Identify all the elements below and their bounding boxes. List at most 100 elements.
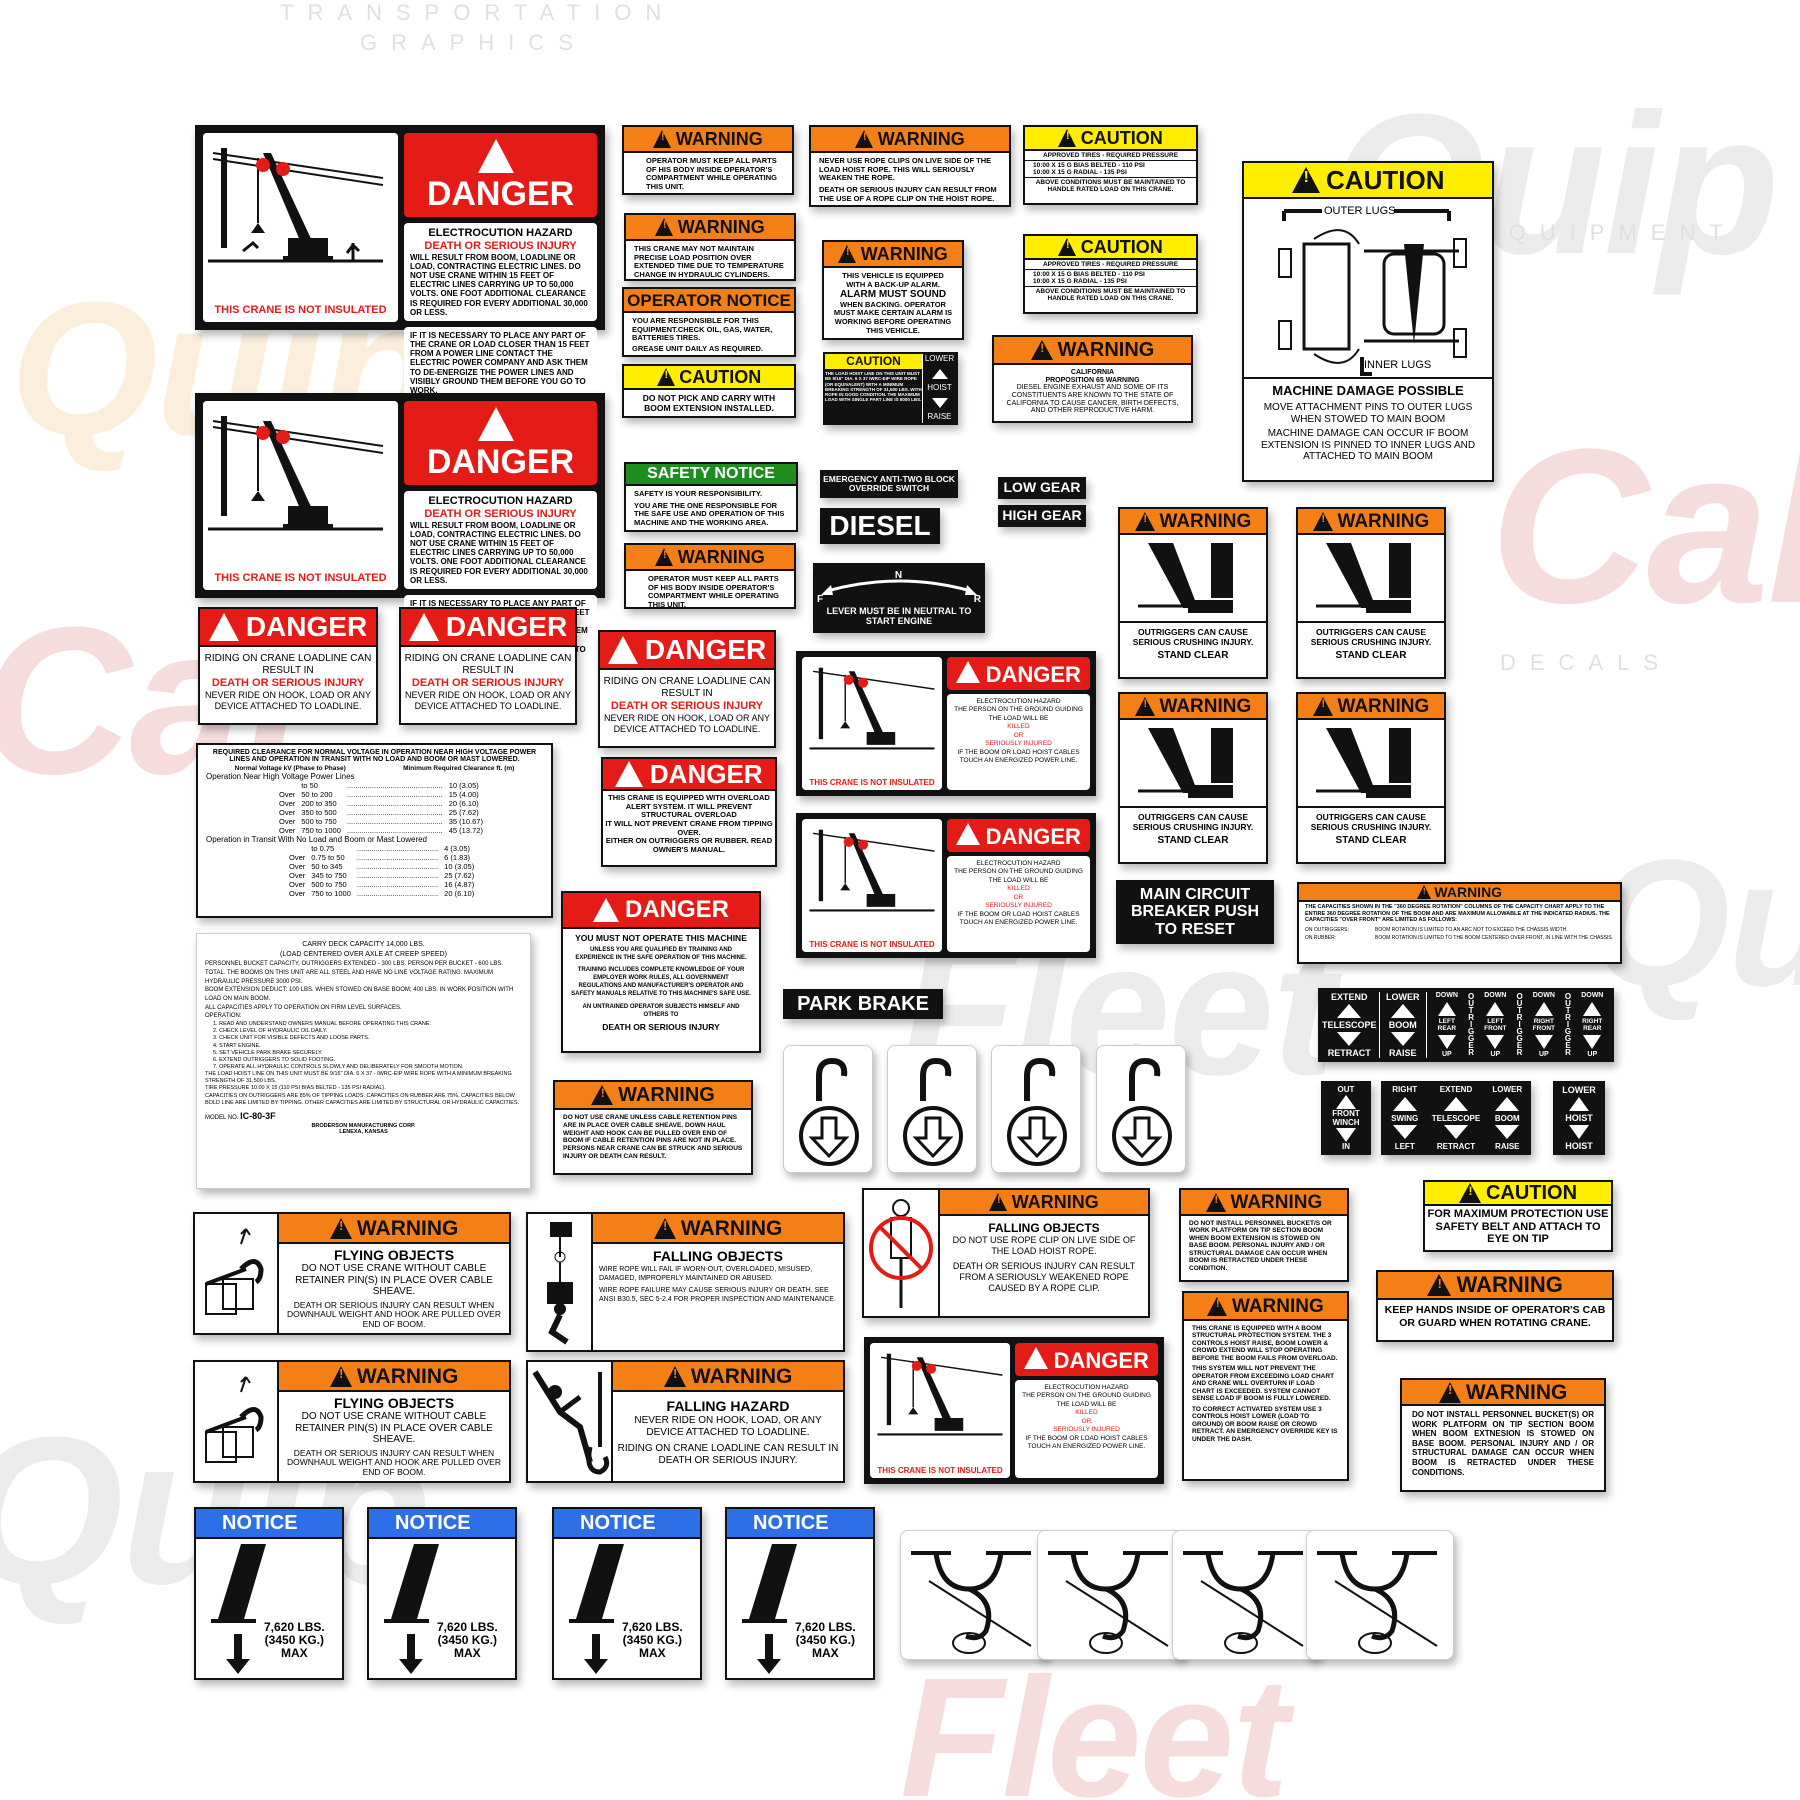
boom-load-arrow-icon: 7,620 LBS.(3450 KG.)MAX bbox=[554, 1539, 700, 1678]
outrigger-foot-crush-icon bbox=[1298, 535, 1444, 623]
hook-down-decal-2 bbox=[887, 1045, 977, 1173]
notice-max-load-decal-3: NOTICE 7,620 LBS.(3450 KG.)MAX bbox=[552, 1507, 702, 1680]
rope-clip-icon bbox=[1183, 1551, 1304, 1654]
warning-precise-load-decal: WARNING THIS CRANE MAY NOT MAINTAIN PREC… bbox=[624, 213, 796, 281]
rope-clip-decal-3 bbox=[1172, 1530, 1320, 1660]
rope-clip-icon bbox=[911, 1551, 1032, 1654]
park-brake-label: PARK BRAKE bbox=[783, 989, 943, 1019]
caution-safety-belt-decal: CAUTION FOR MAXIMUM PROTECTION USE SAFET… bbox=[1423, 1180, 1613, 1252]
outrigger-label: OUTRIGGER bbox=[1563, 992, 1573, 1055]
outrigger-foot-crush-icon bbox=[1120, 720, 1266, 808]
crane-powerline-icon bbox=[870, 1343, 1010, 1459]
high-gear-label: HIGH GEAR bbox=[998, 505, 1086, 527]
outrigger-foot-crush-icon bbox=[1298, 720, 1444, 808]
danger-electrocution-small-decal-2: THIS CRANE IS NOT INSULATED DANGER ELECT… bbox=[796, 813, 1096, 958]
outrigger-label: OUTRIGGER bbox=[1466, 992, 1476, 1055]
not-insulated-label: THIS CRANE IS NOT INSULATED bbox=[203, 298, 398, 322]
boom-load-arrow-icon: 7,620 LBS.(3450 KG.)MAX bbox=[727, 1539, 873, 1678]
flying-hook-icon bbox=[195, 1362, 279, 1481]
danger-riding-loadline-decal-2: DANGER RIDING ON CRANE LOADLINE CAN RESU… bbox=[399, 607, 577, 725]
danger-overload-decal: DANGER THIS CRANE IS EQUIPPED WITH OVERL… bbox=[601, 757, 777, 867]
warning-keep-parts-decal-2: WARNING OPERATOR MUST KEEP ALL PARTS OF … bbox=[624, 543, 796, 609]
notice-max-load-decal-4: NOTICE 7,620 LBS.(3450 KG.)MAX bbox=[725, 1507, 875, 1680]
rope-clip-decal-2 bbox=[1037, 1530, 1185, 1660]
watermark-graphics: GRAPHICS bbox=[360, 30, 587, 55]
hook-down-arrow-icon bbox=[1007, 1057, 1067, 1166]
crane-powerline-icon bbox=[203, 401, 398, 560]
danger-riding-loadline-decal-1: DANGER RIDING ON CRANE LOADLINE CAN RESU… bbox=[198, 607, 378, 725]
watermark-transportation: TRANSPORTATION bbox=[280, 0, 676, 25]
operator-notice-decal: OPERATOR NOTICE YOU ARE RESPONSIBLE FOR … bbox=[622, 287, 796, 357]
danger-electrocution-decal-2: THIS CRANE IS NOT INSULATED DANGER ELECT… bbox=[195, 393, 605, 668]
warning-keep-hands-inside-decal: WARNING KEEP HANDS INSIDE OF OPERATOR'S … bbox=[1376, 1270, 1614, 1342]
danger-electrocution-small-decal-1: THIS CRANE IS NOT INSULATED DANGER ELECT… bbox=[796, 651, 1096, 796]
warning-backup-alarm-decal: WARNING THIS VEHICLE IS EQUIPPED WITH A … bbox=[822, 240, 964, 340]
person-falling-hook-icon bbox=[528, 1362, 613, 1481]
caution-tires-decal-1: CAUTION APPROVED TIRES - REQUIRED PRESSU… bbox=[1023, 125, 1198, 205]
anti-two-block-label: EMERGENCY ANTI-TWO BLOCK OVERRIDE SWITCH bbox=[820, 470, 958, 498]
warning-outrigger-crush-decal-1: WARNING OUTRIGGERS CAN CAUSE SERIOUS CRU… bbox=[1118, 507, 1268, 679]
low-gear-label: LOW GEAR bbox=[998, 477, 1086, 499]
caution-tires-decal-2: CAUTION APPROVED TIRES - REQUIRED PRESSU… bbox=[1023, 234, 1198, 314]
hook-down-arrow-icon bbox=[903, 1057, 963, 1166]
hook-down-decal-1 bbox=[783, 1045, 873, 1173]
caution-hoist-line-decal: CAUTION THE LOAD HOIST LINE ON THIS UNIT… bbox=[823, 352, 958, 425]
neutral-lever-label: F N R LEVER MUST BE IN NEUTRAL TO START … bbox=[813, 563, 985, 633]
capacity-plate-decal: CARRY DECK CAPACITY 14,000 LBS. (LOAD CE… bbox=[196, 933, 531, 1189]
boom-load-arrow-icon: 7,620 LBS.(3450 KG.)MAX bbox=[369, 1539, 515, 1678]
warning-360-rotation-decal: WARNING THE CAPACITIES SHOWN IN THE "360… bbox=[1297, 882, 1622, 964]
flying-hook-icon bbox=[195, 1214, 279, 1333]
warning-triangle-icon bbox=[478, 407, 515, 441]
danger-header: DANGER bbox=[404, 401, 597, 486]
hook-down-arrow-icon bbox=[799, 1057, 859, 1166]
not-insulated-label: THIS CRANE IS NOT INSULATED bbox=[203, 566, 398, 590]
electrocution-text: ELECTROCUTION HAZARD DEATH OR SERIOUS IN… bbox=[404, 223, 597, 321]
notice-max-load-decal-2: NOTICE 7,620 LBS.(3450 KG.)MAX bbox=[367, 1507, 517, 1680]
electrocution-instructions: IF IT IS NECESSARY TO PLACE ANY PART OF … bbox=[404, 326, 597, 400]
no-rope-clip-icon bbox=[864, 1190, 940, 1316]
watermark-decals: DECALS bbox=[1500, 650, 1673, 675]
main-circuit-breaker-label: MAIN CIRCUIT BREAKER PUSH TO RESET bbox=[1116, 880, 1274, 944]
warning-rope-clips-decal: WARNING NEVER USE ROPE CLIPS ON LIVE SID… bbox=[809, 125, 1011, 207]
hook-down-arrow-icon bbox=[1112, 1057, 1172, 1166]
clearance-rows-2: to 0.75.................................… bbox=[289, 844, 475, 898]
hook-down-decal-4 bbox=[1096, 1045, 1186, 1173]
lugs-diagram-icon: OUTER LUGS INNER LUGS bbox=[1244, 199, 1492, 379]
danger-header: DANGER bbox=[404, 133, 597, 218]
rope-clip-decal-4 bbox=[1306, 1530, 1454, 1660]
clearance-rows-1: to 50...................................… bbox=[279, 781, 483, 835]
crane-powerline-icon bbox=[802, 657, 942, 771]
warning-outrigger-crush-decal-4: WARNING OUTRIGGERS CAN CAUSE SERIOUS CRU… bbox=[1296, 692, 1446, 864]
caution-pick-carry-decal: CAUTION DO NOT PICK AND CARRY WITH BOOM … bbox=[622, 364, 796, 418]
hook-down-decal-3 bbox=[991, 1045, 1081, 1173]
outrigger-foot-crush-icon bbox=[1120, 535, 1266, 623]
notice-max-load-decal-1: NOTICE 7,620 LBS.(3450 KG.)MAX bbox=[194, 1507, 344, 1680]
outrigger-label: OUTRIGGER bbox=[1515, 992, 1525, 1055]
danger-electrocution-decal-1: THIS CRANE IS NOT INSULATED DANGER ELECT… bbox=[195, 125, 605, 400]
warning-triangle-icon bbox=[478, 139, 515, 173]
safety-notice-decal: SAFETY NOTICE SAFETY IS YOUR RESPONSIBIL… bbox=[624, 462, 798, 532]
warning-personnel-bucket-decal-2: WARNING DO NOT INSTALL PERSONNEL BUCKET(… bbox=[1400, 1378, 1606, 1492]
warning-personnel-bucket-decal-1: WARNING DO NOT INSTALL PERSONNEL BUCKET/… bbox=[1179, 1188, 1349, 1282]
rope-clip-decal-1 bbox=[900, 1530, 1048, 1660]
warning-keep-parts-decal: WARNING OPERATOR MUST KEEP ALL PARTS OF … bbox=[622, 125, 794, 195]
electrocution-text: ELECTROCUTION HAZARD DEATH OR SERIOUS IN… bbox=[404, 491, 597, 589]
danger-electrocution-small-decal-3: THIS CRANE IS NOT INSULATED DANGER ELECT… bbox=[864, 1337, 1164, 1484]
falling-load-person-icon bbox=[528, 1214, 593, 1350]
rope-clip-icon bbox=[1048, 1551, 1169, 1654]
watermark-equipment: EQUIPMENT bbox=[1480, 220, 1737, 245]
